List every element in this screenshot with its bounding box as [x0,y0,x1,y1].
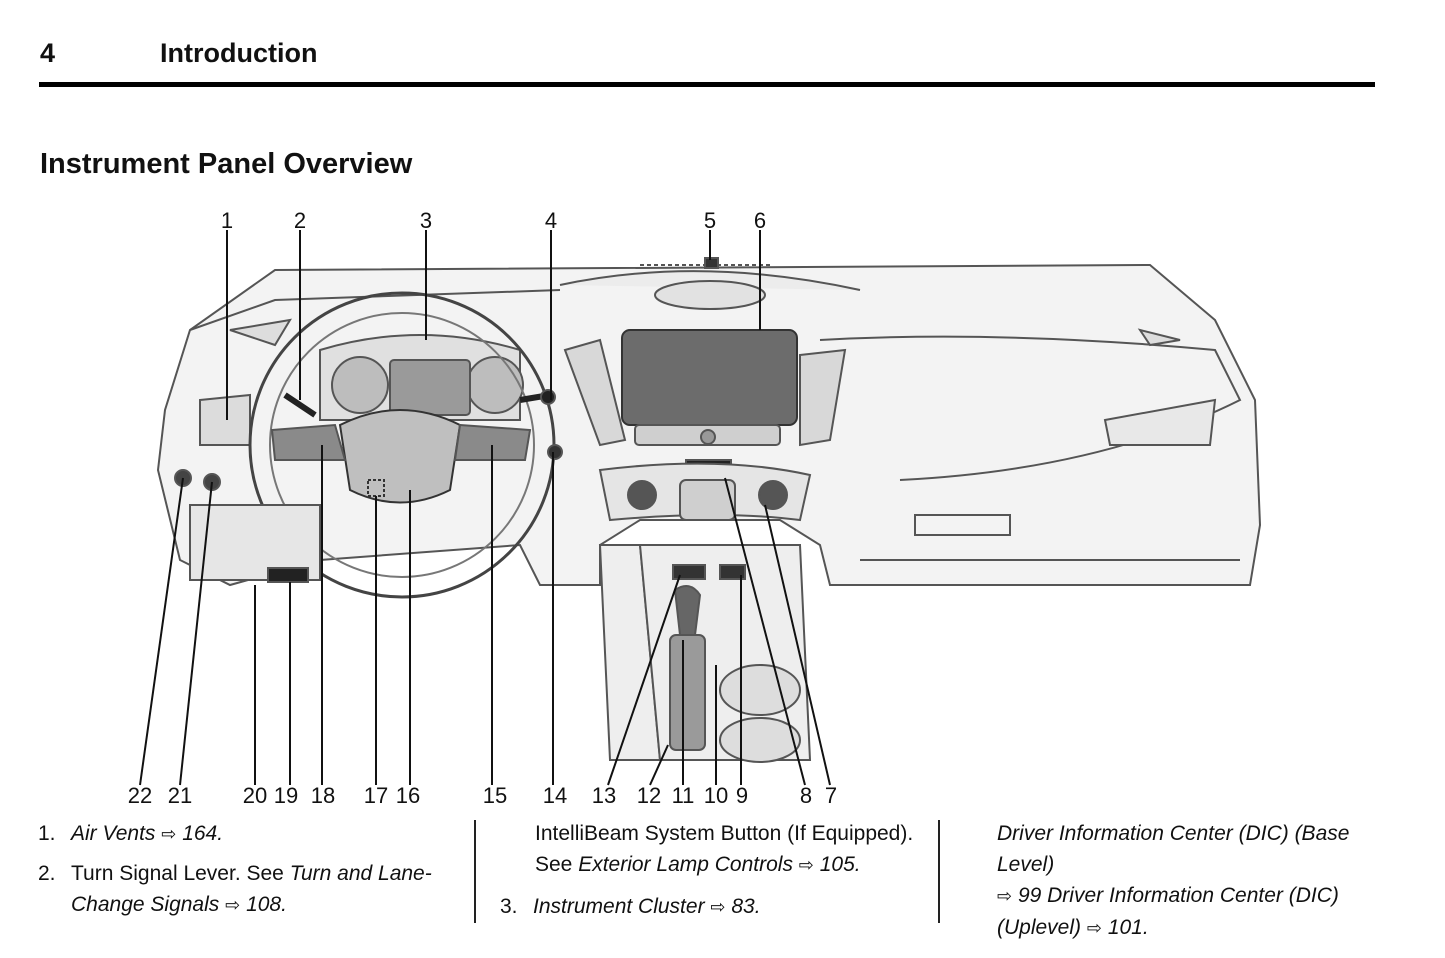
item-number: 3. [500,895,518,918]
callout-16: 16 [396,783,420,808]
page-heading: Instrument Panel Overview [40,148,413,180]
header-rule [39,82,1375,87]
callout-7: 7 [825,783,837,808]
page-ref-101[interactable]: 101 [1107,916,1143,939]
legend-column-1: 1. Air Vents ⇨ 164. 2. Turn Signal Lever… [38,818,458,929]
see-text: See [535,853,579,876]
page-ref-arrow-icon: ⇨ [161,824,177,844]
callout-4: 4 [545,208,557,233]
callout-12: 12 [637,783,661,808]
item-number: 1. [38,822,56,845]
callout-22: 22 [128,783,152,808]
section-title: Introduction [160,38,318,68]
dic-uplevel-link[interactable]: Driver Information Center (DIC) (Uplevel… [997,884,1339,939]
callout-1: 1 [221,208,233,233]
legend-column-2: IntelliBeam System Button (If Equipped).… [500,818,920,931]
punctuation: . [281,893,287,916]
callout-15: 15 [483,783,507,808]
callout-18: 18 [311,783,335,808]
column-divider [474,820,476,923]
page-ref-arrow-icon: ⇨ [997,886,1013,906]
callout-5: 5 [704,208,716,233]
item-number: 2. [38,862,56,885]
callout-9: 9 [736,783,748,808]
dic-base-level-link[interactable]: Driver Information Center (DIC) (Base Le… [997,822,1350,876]
page-ref-99[interactable]: 99 [1017,884,1042,907]
intellibeam-text: IntelliBeam System Button (If Equipped). [535,822,914,845]
legend-item-2: 2. Turn Signal Lever. See Turn and Lane-… [38,858,458,921]
page-number: 4 [40,38,56,68]
punctuation: . [854,853,861,876]
callout-17: 17 [364,783,388,808]
callout-19: 19 [274,783,298,808]
instrument-panel-illustration: 1 2 3 4 5 6 22 21 20 19 18 17 16 15 14 1… [128,208,1262,808]
legend-item-3: 3. Instrument Cluster ⇨ 83. [500,891,920,923]
instrument-panel-figure: 1 2 3 4 5 6 22 21 20 19 18 17 16 15 14 1… [0,190,1445,815]
callout-13: 13 [592,783,616,808]
air-vents-link[interactable]: Air Vents [71,822,156,845]
page-ref-arrow-icon: ⇨ [710,897,726,917]
page-ref-108[interactable]: 108 [246,893,282,916]
exterior-lamp-controls-link[interactable]: Exterior Lamp Controls [578,853,793,876]
page-ref-83[interactable]: 83 [731,895,755,918]
instrument-cluster-link[interactable]: Instrument Cluster [533,895,705,918]
callout-6: 6 [754,208,766,233]
callout-3: 3 [420,208,432,233]
punctuation: . [754,895,761,918]
legend-item-3-continued: Driver Information Center (DIC) (Base Le… [997,818,1397,944]
callout-14: 14 [543,783,567,808]
punctuation: . [217,822,224,845]
turn-signals-link[interactable]: Turn and Lane-Change Signals [71,862,432,916]
callout-2: 2 [294,208,306,233]
callout-8: 8 [800,783,812,808]
callout-20: 20 [243,783,267,808]
legend-item-2-continued: IntelliBeam System Button (If Equipped).… [500,818,920,881]
callout-10: 10 [704,783,728,808]
legend-item-1: 1. Air Vents ⇨ 164. [38,818,458,850]
page-ref-arrow-icon: ⇨ [1086,918,1102,938]
item-text: Turn Signal Lever. See [71,862,290,885]
page-ref-arrow-icon: ⇨ [798,855,814,875]
column-divider [938,820,940,923]
page-ref-164[interactable]: 164 [182,822,218,845]
legend-column-3: Driver Information Center (DIC) (Base Le… [997,818,1397,954]
callout-21: 21 [168,783,192,808]
page-ref-105[interactable]: 105 [819,853,855,876]
punctuation: . [1142,916,1149,939]
page-ref-arrow-icon: ⇨ [225,895,241,915]
callout-11: 11 [672,783,695,808]
